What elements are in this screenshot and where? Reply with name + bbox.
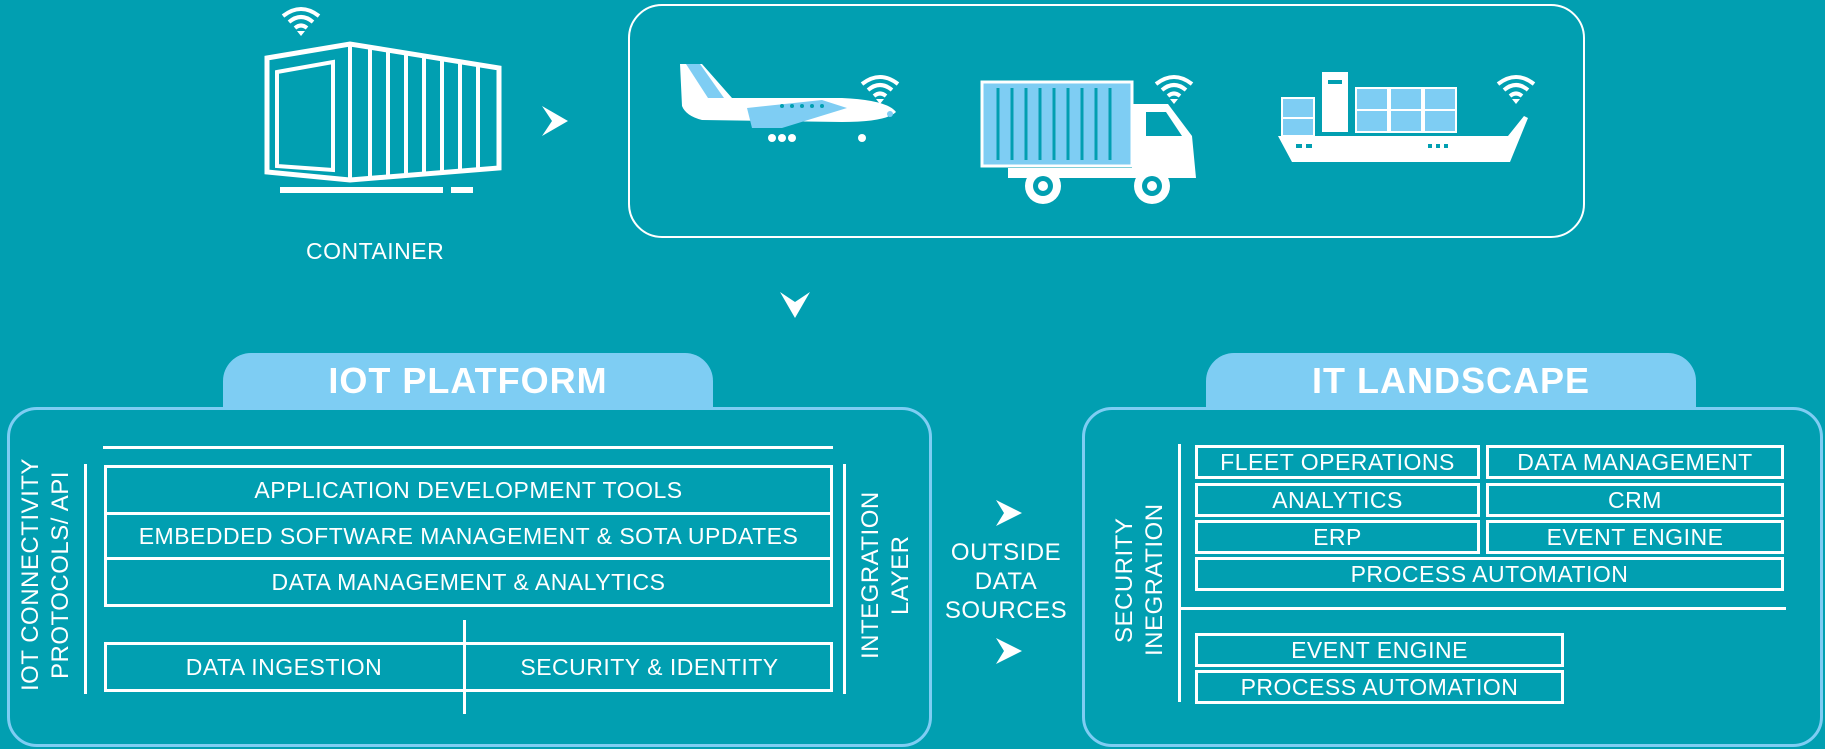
iot-platform-title: IOT PLATFORM bbox=[223, 353, 713, 409]
container-label: CONTAINER bbox=[306, 238, 445, 264]
security-identity: SECURITY & IDENTITY bbox=[520, 654, 779, 680]
wifi-icon bbox=[1496, 75, 1536, 104]
it-landscape-panel bbox=[1082, 407, 1823, 747]
arrow-right-icon bbox=[996, 500, 1022, 526]
fleet-operations: FLEET OPERATIONS bbox=[1195, 445, 1480, 479]
transport-panel bbox=[628, 4, 1585, 238]
wifi-icon bbox=[281, 7, 321, 36]
iot-left-divider bbox=[84, 464, 87, 694]
wifi-icon bbox=[1154, 75, 1194, 104]
lower-process-automation: PROCESS AUTOMATION bbox=[1195, 670, 1564, 704]
arrow-right-icon bbox=[542, 106, 568, 136]
it-middle-rule bbox=[1180, 607, 1786, 610]
airplane-icon bbox=[680, 64, 900, 142]
data-ingestion: DATA INGESTION bbox=[185, 654, 383, 680]
embedded-software-management: EMBEDDED SOFTWARE MANAGEMENT & SOTA UPDA… bbox=[104, 512, 833, 560]
crm: CRM bbox=[1486, 483, 1784, 517]
outside-data-sources-label: OUTSIDE DATA SOURCES bbox=[944, 539, 1068, 624]
it-left-divider bbox=[1178, 444, 1181, 702]
application-development-tools: APPLICATION DEVELOPMENT TOOLS bbox=[104, 465, 833, 515]
iot-platform-panel bbox=[7, 407, 932, 747]
truck-icon bbox=[980, 75, 1196, 204]
arrow-right-icon bbox=[996, 638, 1022, 664]
it-landscape-title: IT LANDSCAPE bbox=[1206, 353, 1696, 409]
lower-event-engine: EVENT ENGINE bbox=[1195, 633, 1564, 667]
integration-divider bbox=[843, 464, 846, 694]
process-automation: PROCESS AUTOMATION bbox=[1195, 557, 1784, 591]
event-engine: EVENT ENGINE bbox=[1486, 520, 1784, 554]
container-icon bbox=[264, 7, 502, 193]
analytics: ANALYTICS bbox=[1195, 483, 1480, 517]
bottom-divider bbox=[463, 620, 466, 714]
wifi-icon bbox=[860, 75, 900, 104]
erp: ERP bbox=[1195, 520, 1480, 554]
arrow-down-icon bbox=[780, 292, 810, 318]
data-management-analytics: DATA MANAGEMENT & ANALYTICS bbox=[104, 557, 833, 607]
data-management: DATA MANAGEMENT bbox=[1486, 445, 1784, 479]
iot-top-rule bbox=[103, 446, 833, 449]
bottom-row bbox=[104, 642, 833, 692]
cargo-ship-icon bbox=[1278, 72, 1536, 162]
